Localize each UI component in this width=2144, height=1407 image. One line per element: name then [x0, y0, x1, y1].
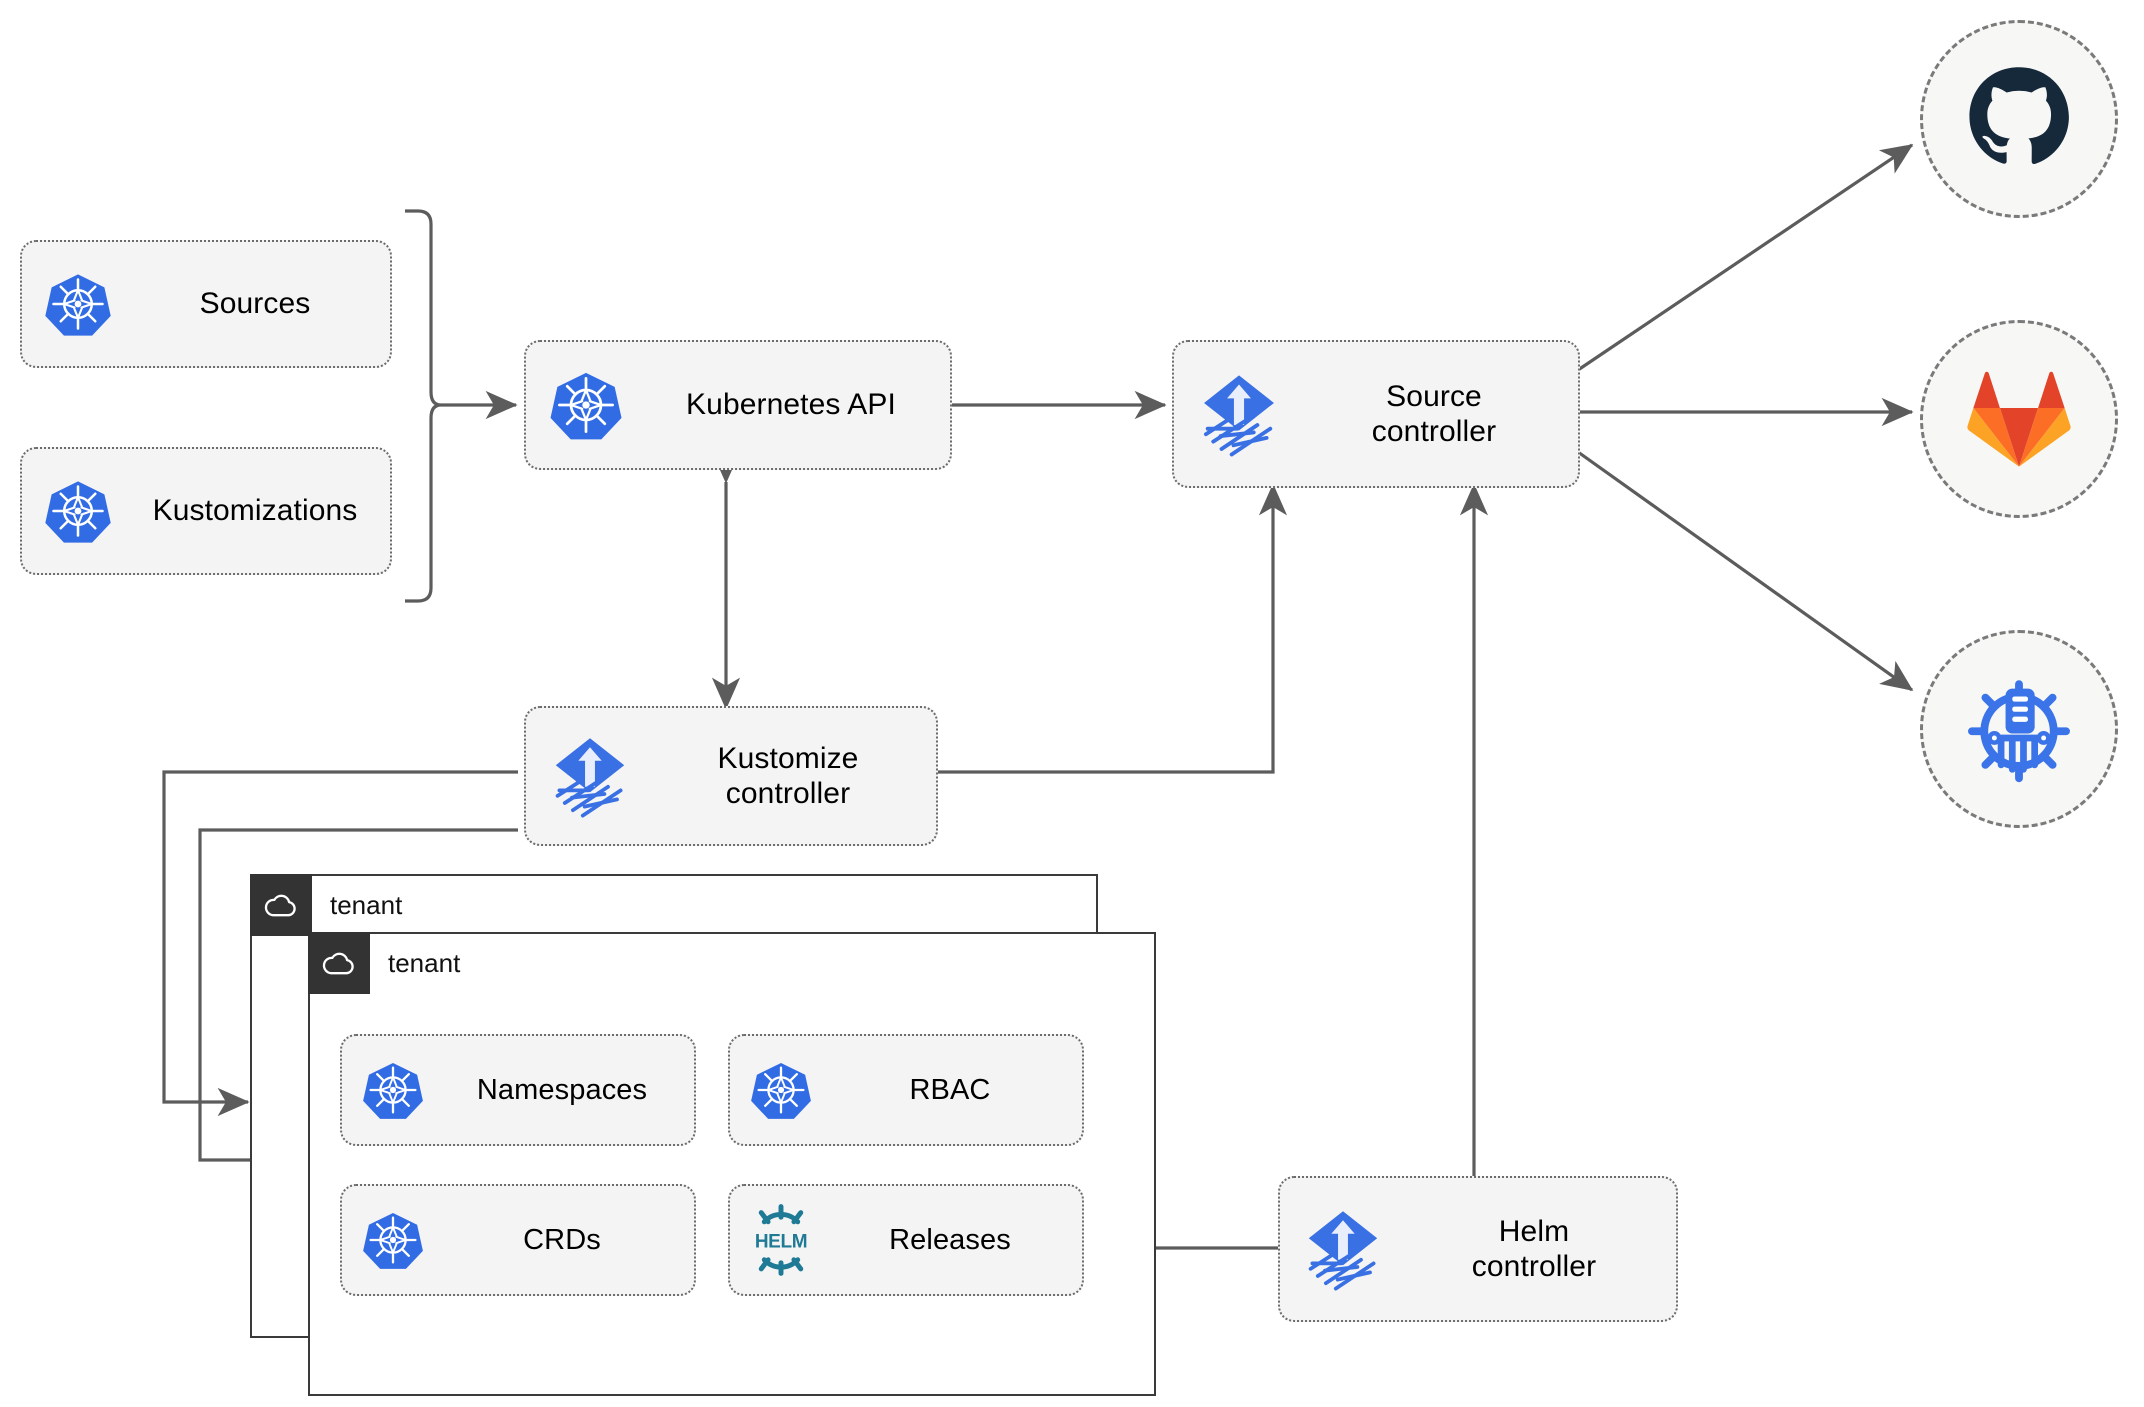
node-source-controller[interactable]: Source controller: [1172, 340, 1580, 488]
resource-label: Releases: [889, 1223, 1011, 1256]
node-label: Kubernetes API: [686, 388, 896, 422]
tenant-resource-releases[interactable]: HELM Releases: [728, 1184, 1084, 1296]
resource-label: Kustomizations: [152, 494, 358, 528]
kubernetes-icon: [730, 1058, 832, 1122]
node-label: Kustomize controller: [717, 741, 859, 810]
kubernetes-icon: [22, 269, 134, 339]
tenant-label: tenant: [330, 889, 403, 920]
kubernetes-icon: [526, 367, 646, 443]
node-kustomize-controller[interactable]: Kustomize controller: [524, 706, 938, 846]
resource-label: Namespaces: [476, 1073, 648, 1106]
svg-text:HELM: HELM: [755, 1232, 807, 1253]
node-helm-controller[interactable]: Helm controller: [1278, 1176, 1678, 1322]
tenant-resource-crds[interactable]: CRDs: [340, 1184, 696, 1296]
gitlab-icon: [1967, 371, 2071, 467]
tenant-resource-namespaces[interactable]: Namespaces: [340, 1034, 696, 1146]
flux-icon: [1280, 1204, 1406, 1294]
provider-helm-repository[interactable]: [1920, 630, 2118, 828]
cloud-icon: [308, 932, 370, 994]
node-kubernetes-api[interactable]: Kubernetes API: [524, 340, 952, 470]
tenant-resource-rbac[interactable]: RBAC: [728, 1034, 1084, 1146]
node-label: Source controller: [1371, 379, 1497, 448]
resource-card-kustomizations[interactable]: Kustomizations: [20, 447, 392, 575]
tenant-titlebar: tenant: [308, 932, 460, 994]
provider-gitlab[interactable]: [1920, 320, 2118, 518]
tenant-window-front[interactable]: tenant Namespaces: [308, 932, 1156, 1396]
resource-label: RBAC: [909, 1073, 991, 1106]
kubernetes-icon: [342, 1058, 444, 1122]
tenant-titlebar: tenant: [250, 874, 402, 936]
resource-label: Sources: [199, 287, 311, 321]
flux-icon: [1174, 368, 1304, 460]
github-icon: [1969, 67, 2069, 165]
cloud-icon: [250, 874, 312, 936]
helm-icon: HELM: [730, 1202, 832, 1278]
kubernetes-icon: [342, 1208, 444, 1272]
provider-github[interactable]: [1920, 20, 2118, 218]
helm-repository-icon: [1968, 680, 2070, 783]
resource-card-sources[interactable]: Sources: [20, 240, 392, 368]
flux-icon: [526, 731, 654, 821]
tenant-label: tenant: [388, 947, 461, 978]
resource-label: CRDs: [523, 1223, 601, 1256]
kubernetes-icon: [22, 476, 134, 546]
node-label: Helm controller: [1471, 1214, 1597, 1283]
